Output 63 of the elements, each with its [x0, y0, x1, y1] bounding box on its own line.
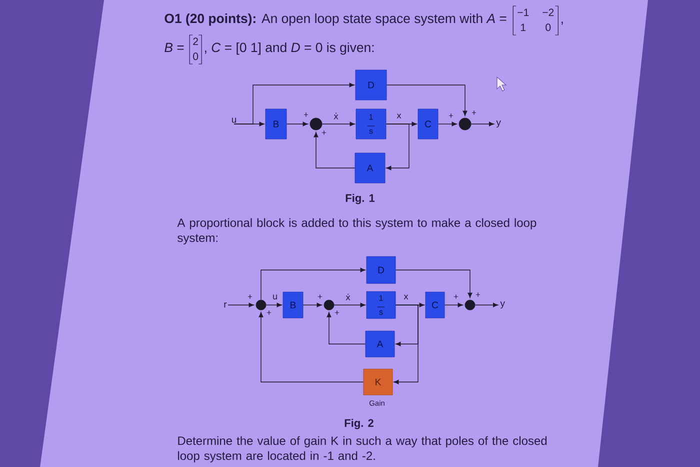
- arrow: [334, 302, 366, 308]
- signal-label: r: [224, 302, 227, 308]
- matrix-entry: −1: [518, 8, 529, 16]
- arrow: [234, 82, 354, 124]
- arrow: [260, 268, 366, 300]
- arrow: [395, 270, 472, 298]
- system-block: 1 s: [356, 108, 386, 140]
- arrow: [386, 84, 468, 116]
- arrow: [386, 124, 410, 170]
- system-block: D: [366, 256, 396, 284]
- arrow: [258, 312, 364, 382]
- figure-caption: Fig. 2: [344, 418, 374, 430]
- arrow: [470, 122, 494, 126]
- question-text: , C = [0 1] and D = 0 is given:: [204, 42, 374, 55]
- plus-sign: +: [322, 130, 326, 135]
- summing-junction: [324, 300, 334, 310]
- arrow: [326, 312, 366, 344]
- plus-sign: +: [454, 294, 458, 299]
- arrow: [438, 122, 457, 126]
- system-block: 1 s: [366, 291, 396, 319]
- plus-sign: +: [304, 112, 308, 117]
- question-text: ,: [562, 22, 563, 25]
- plus-sign: +: [334, 310, 340, 315]
- plus-sign: +: [266, 310, 272, 315]
- system-block: C: [418, 108, 438, 140]
- arrow: [474, 302, 498, 308]
- summing-junction: [310, 118, 322, 130]
- arrow: [444, 302, 463, 308]
- plus-sign: +: [448, 114, 454, 118]
- question-text: O1 (20 points): An open loop state space system with A =: [164, 13, 506, 26]
- system-block: B: [282, 292, 304, 318]
- summing-junction: [256, 300, 266, 310]
- paragraph: A proportional block is added to this system to make a closed loop system:: [177, 218, 536, 244]
- plus-sign: +: [472, 110, 476, 115]
- system-block: A: [354, 152, 386, 184]
- arrow: [286, 122, 308, 126]
- matrix-entry: 0: [193, 52, 198, 60]
- arrow: [314, 132, 356, 168]
- arrow: [228, 302, 254, 308]
- arrow: [322, 122, 355, 126]
- signal-label: y: [496, 120, 501, 128]
- paragraph: Determine the value of gain K in such a way that poles of the closed loop system are located in -1 and -2.: [178, 436, 547, 462]
- system-block: C: [425, 292, 445, 318]
- system-block: D: [355, 70, 387, 100]
- signal-label: u: [232, 118, 236, 123]
- matrix-entry: 0: [546, 24, 551, 32]
- system-block: B: [265, 108, 287, 140]
- summing-junction: [464, 300, 476, 310]
- question-text: B =: [164, 42, 184, 52]
- matrix-entry: 1: [521, 24, 526, 31]
- gain-block: K: [363, 368, 393, 396]
- arrow: [394, 304, 418, 384]
- plus-sign: +: [318, 294, 322, 299]
- matrix-entry: 2: [193, 38, 198, 45]
- arrow: [302, 302, 322, 308]
- matrix-entry: −2: [542, 8, 554, 16]
- plus-sign: +: [476, 292, 480, 297]
- arrow: [266, 302, 282, 308]
- system-block: A: [365, 330, 395, 358]
- summing-junction: [458, 118, 472, 130]
- signal-label: y: [500, 302, 505, 308]
- plus-sign: +: [248, 294, 252, 299]
- figure-caption: Fig. 1: [346, 194, 375, 204]
